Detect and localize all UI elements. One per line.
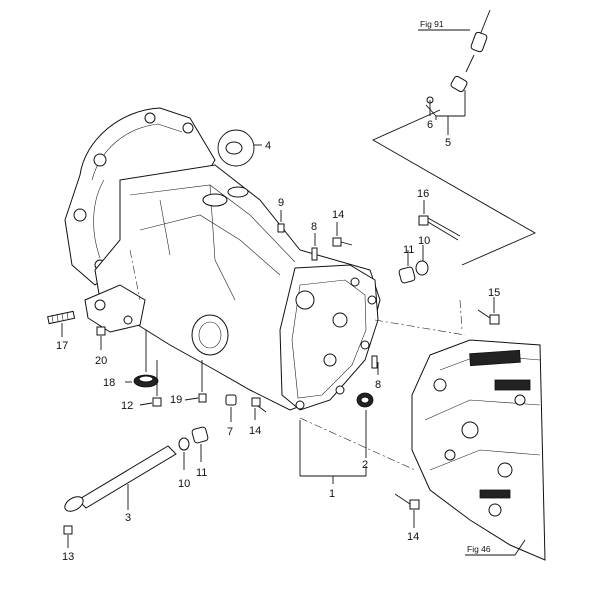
part-10-11-bushings-upper [398, 245, 429, 284]
callout-16: 16 [417, 188, 429, 200]
part-12-bolt [139, 360, 162, 407]
assembly-axis-lines [129, 249, 466, 471]
part-19-bolt [184, 360, 207, 403]
part-18-seal [125, 330, 159, 388]
callout-15: 15 [488, 287, 500, 299]
part-13-bolt [63, 525, 73, 548]
part-15-bolt [477, 297, 500, 325]
part-14-bolt [251, 222, 420, 528]
part-20-bolt [96, 326, 106, 350]
callout-3: 3 [125, 512, 131, 524]
callout-14-top: 14 [332, 209, 344, 221]
callout-10-bottom: 10 [178, 478, 190, 490]
callout-19: 19 [170, 394, 182, 406]
callout-17: 17 [56, 340, 68, 352]
part-9-bolt [277, 210, 285, 233]
part-16-long-bolt [418, 200, 461, 241]
callout-2: 2 [362, 459, 368, 471]
part-3-tube [64, 445, 177, 512]
callout-4: 4 [265, 140, 271, 152]
callout-8-top: 8 [311, 221, 317, 233]
fig-91-ref: Fig 91 [420, 19, 444, 29]
callout-1: 1 [329, 488, 335, 500]
shift-linkage [372, 9, 536, 266]
callout-20: 20 [95, 355, 107, 367]
fig-46-leader [465, 539, 526, 556]
part-2-seal [356, 392, 374, 458]
part-7-plug [225, 394, 237, 422]
callout-6: 6 [427, 119, 433, 131]
callout-18: 18 [103, 377, 115, 389]
part-10-11-bushings-lower [178, 426, 209, 470]
callout-10-top: 10 [418, 235, 430, 247]
callout-11-top: 11 [403, 244, 414, 256]
callout-11-bottom: 11 [196, 467, 207, 479]
part-8-pin [311, 233, 379, 375]
callout-9: 9 [278, 197, 284, 209]
callout-7: 7 [227, 426, 233, 438]
fig-46-ref: Fig 46 [467, 544, 491, 554]
callout-12: 12 [121, 400, 133, 412]
part-4-plug [217, 129, 262, 167]
callout-13: 13 [62, 551, 74, 563]
transfer-case-housing [411, 339, 546, 561]
callout-8-bottom: 8 [375, 379, 381, 391]
callout-5: 5 [445, 137, 451, 149]
callout-14-mid: 14 [249, 425, 261, 437]
callout-14-bottom: 14 [407, 531, 419, 543]
part-1-bracket-leader [299, 420, 367, 484]
transmission-housing [64, 107, 381, 411]
part-17-stud [47, 310, 76, 337]
